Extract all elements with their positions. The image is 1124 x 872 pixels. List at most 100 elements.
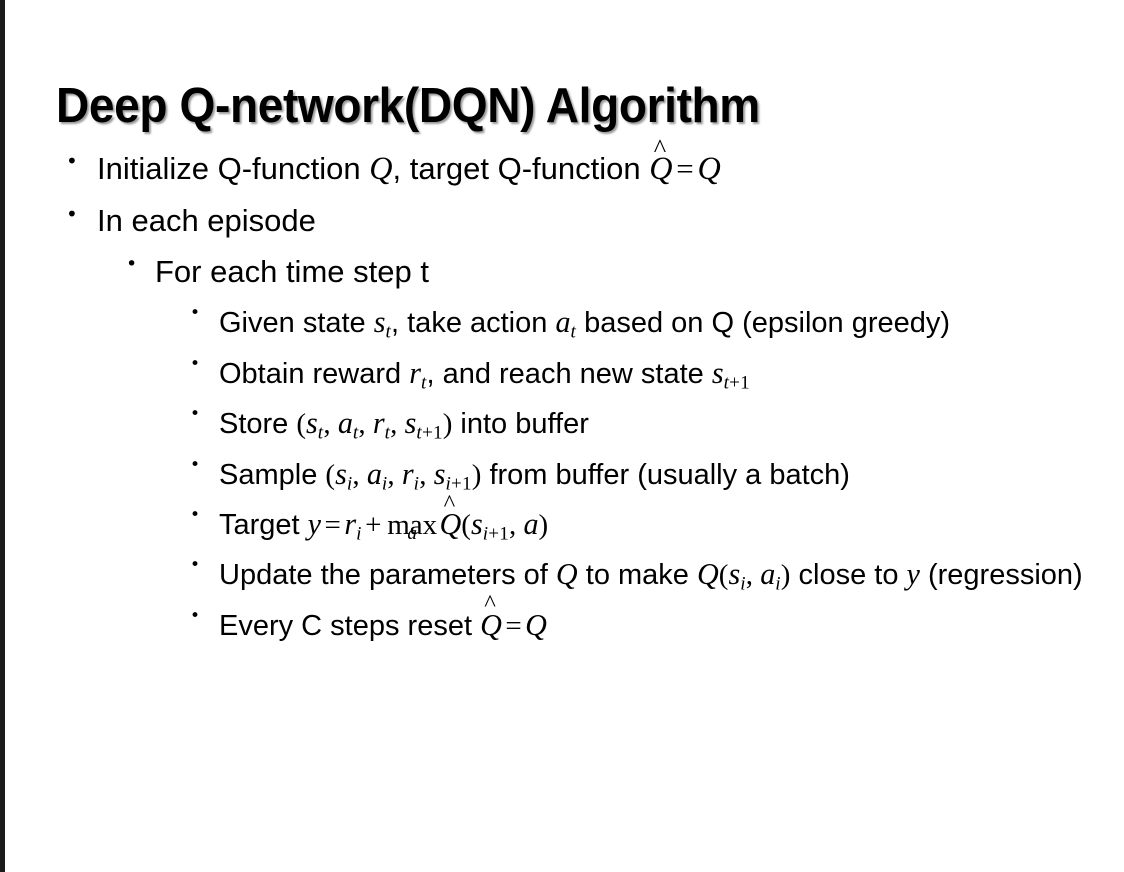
math-paren-open: ( <box>718 559 729 592</box>
math-a: a <box>760 557 776 592</box>
math-a: a <box>366 456 382 491</box>
math-subscript: t <box>384 422 391 444</box>
math-comma: , <box>508 508 524 541</box>
bullet-text: Given state st, take action at based on … <box>219 302 1124 345</box>
text-segment: Every C steps reset <box>219 609 481 642</box>
math-symbol: Q <box>649 150 673 186</box>
math-paren-open: ( <box>325 458 336 491</box>
math-paren-close: ) <box>780 559 791 592</box>
text-segment: Given state <box>219 307 374 340</box>
math-comma: , <box>358 408 373 441</box>
math-comma: , <box>387 458 402 491</box>
math-paren-close: ) <box>471 458 482 491</box>
text-segment: Update the parameters of <box>219 559 556 592</box>
bullet-marker-icon: • <box>190 605 201 626</box>
math-q-hat: ^Q <box>439 491 462 544</box>
math-s: s <box>373 305 386 340</box>
text-segment: Target <box>219 508 308 541</box>
math-paren-open: ( <box>461 508 471 541</box>
math-symbol: Q <box>439 506 462 541</box>
math-q2: Q <box>697 150 721 186</box>
math-comma: , <box>419 458 434 491</box>
math-paren-close: ) <box>538 508 549 541</box>
bullet-text: For each time step t <box>155 254 429 290</box>
max-label: max <box>387 508 438 541</box>
sub-var: t <box>723 372 730 394</box>
text-segment: Initialize Q-function <box>97 151 370 186</box>
bullet-sample-buffer: • Sample (si, ai, ri, si+1) from buffer … <box>0 454 1124 497</box>
bullet-text: In each episode <box>97 202 316 238</box>
math-q-hat: ^Q <box>649 134 673 190</box>
text-segment: into buffer <box>452 408 589 441</box>
bullet-store-buffer: • Store (st, at, rt, st+1) into buffer <box>0 403 1124 446</box>
text-segment: from buffer (usually a batch) <box>481 458 850 491</box>
math-subscript: t <box>385 322 392 344</box>
bullet-initialize: • Initialize Q-function Q, target Q-func… <box>0 134 1124 190</box>
max-under-variable: a <box>407 522 417 544</box>
math-plus: + <box>365 508 382 541</box>
bullet-marker-icon: • <box>66 149 78 173</box>
sub-var: i <box>445 473 451 495</box>
math-r: r <box>409 355 421 390</box>
text-segment: Obtain reward <box>219 357 410 390</box>
math-subscript: t <box>352 422 359 444</box>
math-a: a <box>555 305 571 340</box>
left-edge-band <box>0 0 5 872</box>
text-segment: to make <box>577 559 697 592</box>
math-q2: Q <box>696 557 719 592</box>
math-s: s <box>470 506 483 541</box>
math-subscript: t+1 <box>416 423 442 444</box>
bullet-marker-icon: • <box>190 454 201 475</box>
math-equals: = <box>505 609 522 642</box>
bullet-update-parameters: • Update the parameters of Q to make Q(s… <box>0 554 1124 597</box>
sub-plus: + <box>729 372 741 394</box>
math-subscript: t <box>420 372 427 394</box>
sub-plus: + <box>421 422 433 444</box>
bullet-obtain-reward: • Obtain reward rt, and reach new state … <box>0 353 1124 396</box>
math-paren-close: ) <box>442 408 453 441</box>
math-subscript: i <box>740 574 746 596</box>
bullet-marker-icon: • <box>190 353 201 374</box>
bullet-marker-icon: • <box>66 201 78 226</box>
math-subscript: i+1 <box>445 473 471 494</box>
math-subscript: i <box>356 523 362 545</box>
math-subscript: i <box>775 574 781 596</box>
text-segment: , and reach new state <box>426 357 712 390</box>
math-a: a <box>523 506 539 541</box>
bullet-marker-icon: • <box>126 253 138 276</box>
sub-var: t <box>416 422 422 444</box>
text-segment: close to <box>790 559 907 592</box>
math-subscript: t <box>317 422 324 444</box>
math-s: s <box>306 406 318 441</box>
bullet-text: Initialize Q-function Q, target Q-functi… <box>97 134 1124 190</box>
math-s: s <box>335 456 347 491</box>
bullet-marker-icon: • <box>190 404 201 425</box>
math-equals: = <box>676 151 694 186</box>
sub-number: 1 <box>740 372 750 394</box>
math-equals: = <box>324 508 341 541</box>
text-segment: (regression) <box>919 559 1083 592</box>
sub-var: i <box>482 523 489 545</box>
bullet-given-state: • Given state st, take action at based o… <box>0 302 1124 345</box>
math-comma: , <box>745 559 761 592</box>
bullet-text: Update the parameters of Q to make Q(si,… <box>219 554 1124 597</box>
sub-number: 1 <box>499 523 509 545</box>
math-comma: , <box>323 408 338 441</box>
bullet-marker-icon: • <box>190 555 201 576</box>
math-a: a <box>337 406 353 441</box>
math-s: s <box>711 355 724 390</box>
math-q-hat: ^Q <box>480 592 502 645</box>
page-title: Deep Q-network(DQN) Algorithm <box>56 78 760 133</box>
math-paren-open: ( <box>296 408 307 441</box>
math-r: r <box>401 456 414 491</box>
sub-plus: + <box>488 523 500 545</box>
math-subscript: t+1 <box>724 373 750 394</box>
bullet-marker-icon: • <box>190 303 201 324</box>
math-s: s <box>728 557 741 592</box>
bullet-marker-icon: • <box>190 504 201 525</box>
text-segment: , take action <box>391 307 556 340</box>
